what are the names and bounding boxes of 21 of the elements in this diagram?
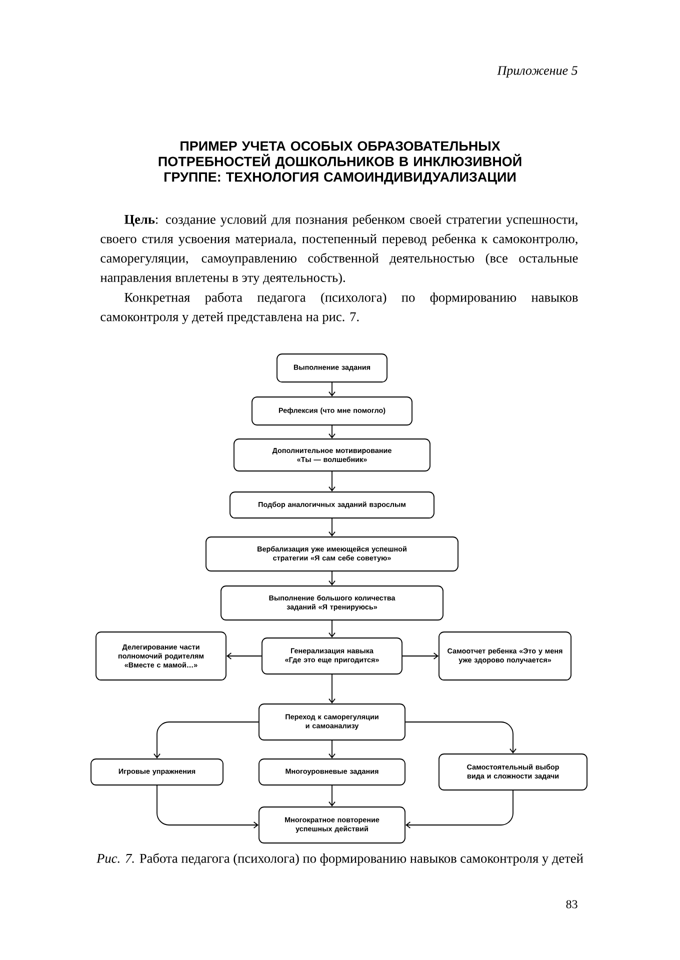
arrow [405,722,516,754]
arrow [226,652,262,660]
arrow [156,785,259,828]
figure-caption: Рис. 7. Работа педагога (психолога) по формированию навыков самоконтроля у детей [96,853,584,866]
arrow [328,382,336,397]
arrow [405,790,514,828]
arrow [328,620,336,638]
arrow [402,652,439,660]
arrow [328,471,336,492]
paragraph: Цель: создание условий для познания ребенком своей стратегии успешности, своего стиля усвоения материала, постепенный перевод ребенка к самоконтролю, саморегуляции, самоуправлению собственной деятельностью (все остальные направления вплетены в эту деятельность). [100,214,578,285]
arrow [328,518,336,537]
arrow [328,425,336,439]
page-number: 83 [566,900,578,908]
arrow [328,571,336,586]
arrow [328,674,336,704]
arrow [328,740,336,759]
arrow [154,722,259,759]
paragraph: Конкретная работа педагога (психолога) по формированию навыков самоконтроля у детей представлена на рис. 7. [100,292,578,324]
arrow [328,785,336,807]
title: ПРИМЕР УЧЕТА ОСОБЫХ ОБРАЗОВАТЕЛЬНЫХ ПОТРЕБНОСТЕЙ ДОШКОЛЬНИКОВ В ИНКЛЮЗИВНОЙ ГРУППЕ: ТЕХНОЛОГИЯ САМОИНДИВИДУАЛИЗАЦИИ [158,141,522,184]
page-header: Приложение 5 [497,66,578,78]
